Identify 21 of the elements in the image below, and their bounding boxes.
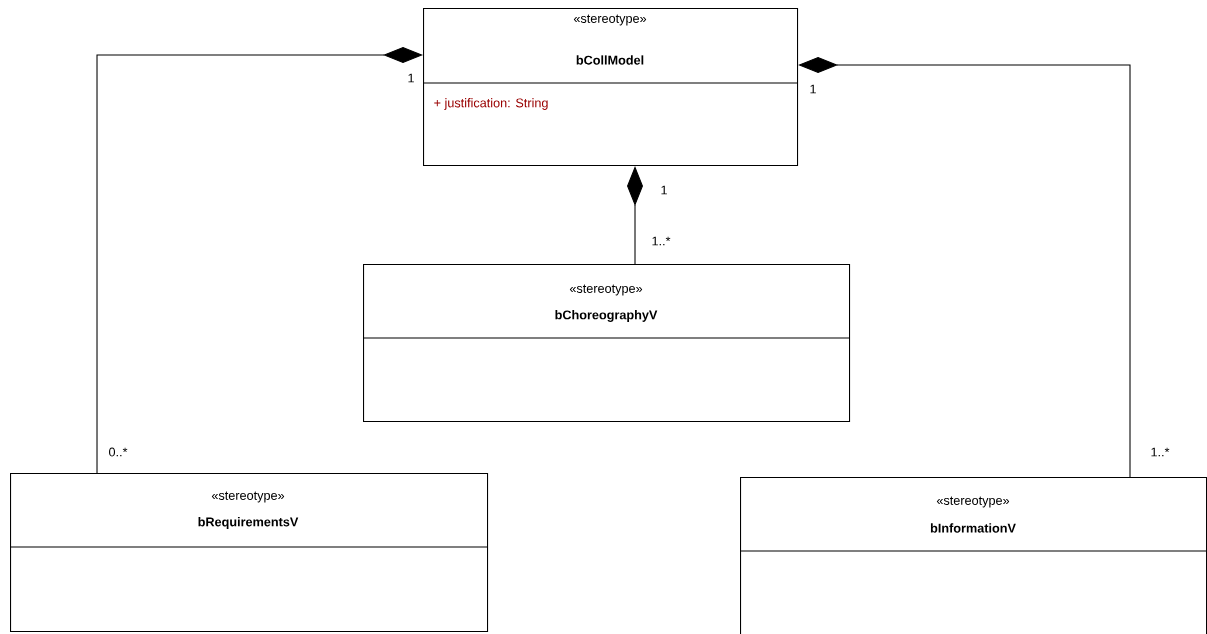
class-name: bChoreographyV <box>555 310 658 322</box>
class-name: bRequirementsV <box>198 517 299 529</box>
multiplicity-label: 1 <box>810 84 816 94</box>
class-name: bCollModel <box>576 55 644 65</box>
stereotype-label: «stereotype» <box>936 496 1010 508</box>
class-name: bInformationV <box>930 523 1016 533</box>
stereotype-label: «stereotype» <box>569 284 643 296</box>
class-box <box>362 264 851 423</box>
multiplicity-label: 1..* <box>1151 447 1170 457</box>
composition-line <box>627 166 643 265</box>
attribute-text: + justification: String <box>434 98 548 110</box>
composition-line <box>798 57 1131 478</box>
stereotype-label: «stereotype» <box>211 491 285 503</box>
multiplicity-label: 1 <box>661 185 667 195</box>
stereotype-label: «stereotype» <box>573 14 647 26</box>
class-box <box>9 473 489 633</box>
class-box <box>422 8 799 167</box>
composition-line <box>96 47 423 474</box>
class-box <box>739 477 1207 634</box>
multiplicity-label: 0..* <box>109 447 128 457</box>
multiplicity-label: 1..* <box>652 236 671 246</box>
